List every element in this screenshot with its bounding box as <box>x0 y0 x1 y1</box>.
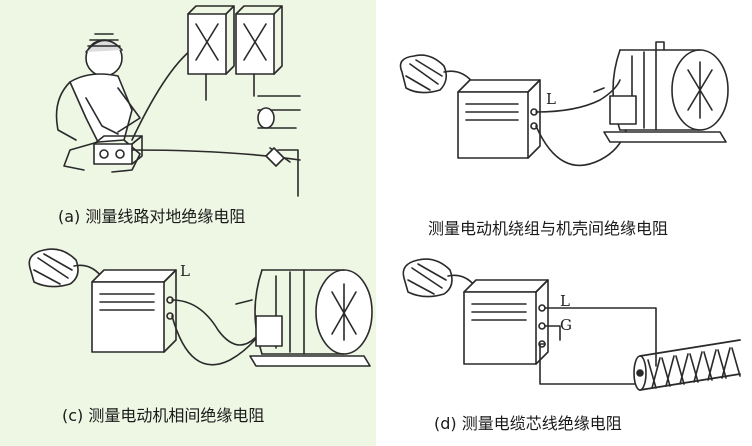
panel-b-illustration <box>399 41 729 167</box>
panel-d-illustration <box>402 258 741 391</box>
terminal-label-L-c: L <box>180 262 190 280</box>
caption-panel-c: (c) 测量电动机相间绝缘电阻 <box>62 406 265 425</box>
terminal-label-L-d: L <box>560 292 570 310</box>
panel-a-illustration <box>55 5 301 197</box>
caption-panel-d: (d) 测量电缆芯线绝缘电阻 <box>434 414 622 433</box>
terminal-label-L-b: L <box>546 90 556 108</box>
terminal-label-G-d: G <box>560 316 572 334</box>
caption-panel-a: (a) 测量线路对地绝缘电阻 <box>58 207 246 226</box>
caption-panel-b: 测量电动机绕组与机壳间绝缘电阻 <box>428 219 669 238</box>
panel-c-illustration <box>28 248 373 367</box>
